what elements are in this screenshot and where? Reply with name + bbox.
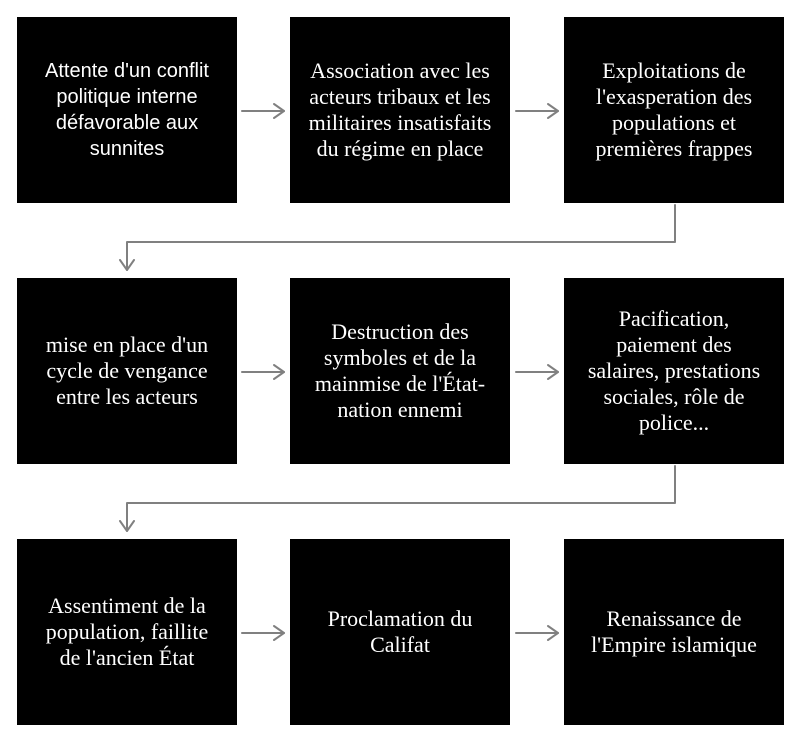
step-5-label: Destruction des symboles et de la mainmi… (314, 319, 486, 422)
step-5-box: Destruction des symboles et de la mainmi… (290, 278, 510, 464)
step-8-label: Proclamation du Califat (327, 606, 473, 657)
step-3-box: Exploitations de l'exasperation des popu… (564, 17, 784, 203)
arrow-step6-to-step7 (119, 465, 676, 532)
step-6-label: Pacification, paiement des salaires, pre… (587, 306, 761, 435)
step-4-label: mise en place d'un cycle de vengance ent… (45, 332, 209, 409)
step-1-label: Attente d'un conflit politique interne d… (45, 60, 209, 160)
arrow-step5-to-step6 (515, 364, 559, 380)
step-2-box: Association avec les acteurs tribaux et … (290, 17, 510, 203)
step-1-box: Attente d'un conflit politique interne d… (17, 17, 237, 203)
arrow-step2-to-step3 (515, 103, 559, 119)
step-7-box: Assentiment de la population, faillite d… (17, 539, 237, 725)
step-6-box: Pacification, paiement des salaires, pre… (564, 278, 784, 464)
arrow-step8-to-step9 (515, 625, 559, 641)
step-8-box: Proclamation du Califat (290, 539, 510, 725)
step-9-box: Renaissance de l'Empire islamique (564, 539, 784, 725)
step-7-label: Assentiment de la population, faillite d… (45, 593, 209, 670)
arrow-step1-to-step2 (241, 103, 285, 119)
arrow-step3-to-step4 (119, 204, 676, 271)
step-9-label: Renaissance de l'Empire islamique (591, 606, 757, 657)
step-3-label: Exploitations de l'exasperation des popu… (595, 58, 753, 161)
arrow-step4-to-step5 (241, 364, 285, 380)
step-4-box: mise en place d'un cycle de vengance ent… (17, 278, 237, 464)
arrow-step7-to-step8 (241, 625, 285, 641)
step-2-label: Association avec les acteurs tribaux et … (308, 58, 492, 161)
